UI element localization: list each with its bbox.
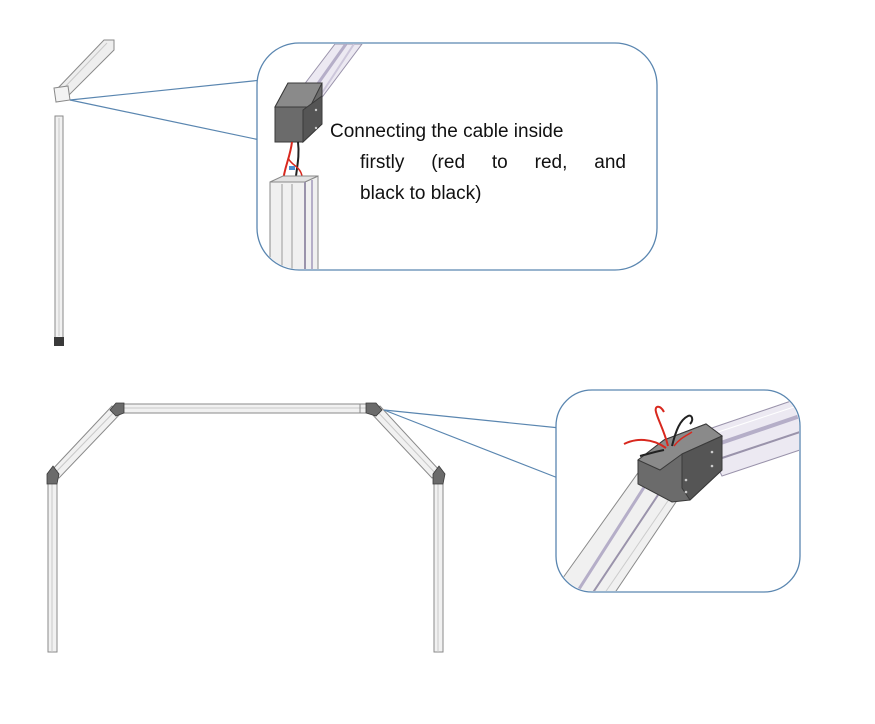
instruction-word: (red — [431, 152, 466, 173]
cable-wires-icon — [623, 405, 694, 457]
instruction-word: and — [594, 152, 626, 173]
instruction-word: red, — [534, 152, 568, 173]
instruction-line-3: black to black) — [360, 183, 482, 204]
arch-frame-assembly — [46, 402, 446, 653]
instruction-line-2: firstly (red to red, and — [330, 147, 626, 178]
corner-connector-icon — [365, 402, 383, 417]
aluminum-profile-icon — [54, 115, 64, 339]
instruction-line-1: Connecting the cable inside — [330, 121, 564, 142]
aluminum-profile-icon — [269, 175, 319, 269]
pole-foot-cap — [54, 337, 64, 346]
callout-pointer-top — [69, 79, 263, 141]
callout-bubble-bottom — [555, 389, 801, 593]
corner-connector-icon — [637, 423, 723, 503]
instruction-word: to — [491, 152, 508, 173]
corner-connector-icon — [46, 465, 60, 485]
top-beam-rail-detail — [699, 397, 799, 477]
callout-bubble-top — [256, 42, 658, 271]
corner-connector-icon — [432, 465, 446, 485]
diagonal-rail-detail — [559, 469, 681, 591]
corner-connector-icon — [109, 402, 125, 417]
instruction-word: firstly — [360, 152, 405, 173]
cable-connection-instruction: Connecting the cable inside firstly (red… — [330, 116, 626, 209]
pole-assembly-top — [53, 39, 115, 346]
corner-connector-icon — [53, 85, 71, 103]
corner-connector-icon — [274, 82, 323, 144]
callout-pointer-bottom — [383, 409, 561, 479]
